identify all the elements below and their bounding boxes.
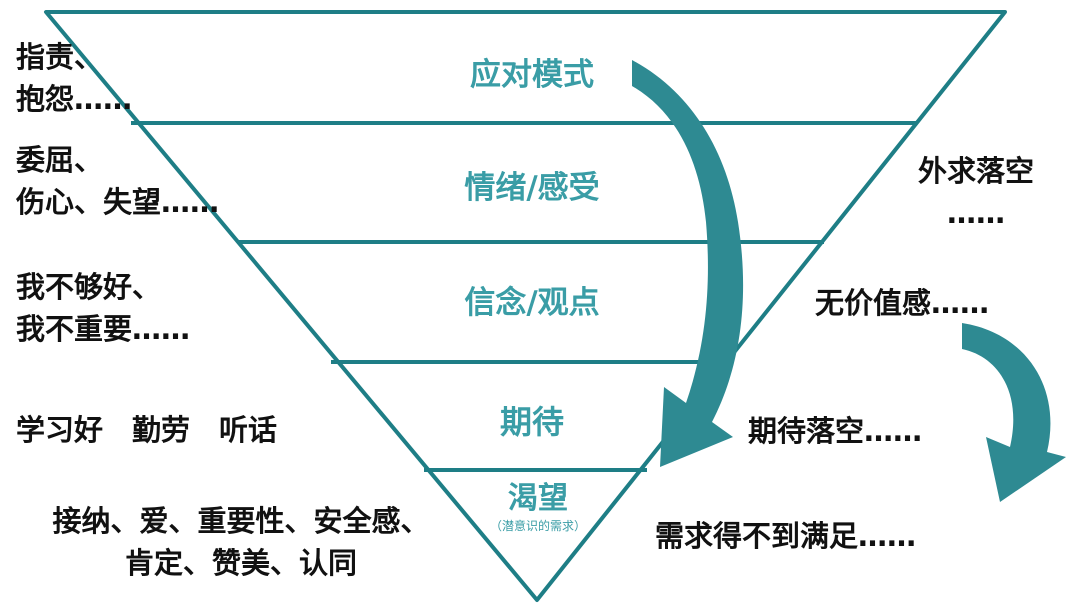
- note-expect-fail: 期待落空……: [748, 410, 922, 452]
- note-coping: 指责、 抱怨……: [16, 36, 132, 120]
- level-label-yearnings: 渴望: [508, 481, 568, 516]
- note-worthless-line1: 无价值感……: [815, 286, 990, 320]
- note-beliefs-line1: 我不够好、: [16, 270, 162, 304]
- note-feelings-line2: 伤心、失望……: [16, 185, 220, 219]
- note-beliefs: 我不够好、 我不重要……: [16, 266, 190, 350]
- note-external-line2: ……: [947, 196, 1005, 230]
- triangle-outline: [44, 10, 1007, 602]
- note-yearnings-line2: 肯定、赞美、认同: [124, 546, 357, 580]
- right-flow-arrow: [962, 323, 1066, 502]
- note-expect-fail-line1: 期待落空……: [748, 414, 923, 448]
- level-label-feelings: 情绪/感受: [464, 170, 599, 206]
- note-expectations: 学习好 勤劳 听话: [16, 409, 277, 451]
- note-unmet-line1: 需求得不到满足……: [655, 519, 917, 553]
- level-sublabel-yearnings: （潜意识的需求）: [490, 518, 586, 533]
- note-coping-line2: 抱怨……: [16, 82, 133, 116]
- note-feelings-line1: 委屈、: [16, 143, 104, 177]
- note-yearnings: 接纳、爱、重要性、安全感、 肯定、赞美、认同: [16, 500, 466, 584]
- note-external-line1: 外求落空: [917, 154, 1034, 188]
- note-beliefs-line2: 我不重要……: [16, 312, 191, 346]
- note-yearnings-line1: 接纳、爱、重要性、安全感、: [52, 504, 430, 538]
- main-flow-arrow: [632, 60, 744, 467]
- level-label-coping: 应对模式: [470, 57, 594, 93]
- note-feelings: 委屈、 伤心、失望……: [16, 139, 219, 223]
- note-external: 外求落空 ……: [900, 150, 1052, 234]
- note-unmet: 需求得不到满足……: [655, 515, 916, 557]
- note-coping-line1: 指责、: [16, 40, 104, 74]
- level-label-beliefs: 信念/观点: [464, 285, 599, 321]
- level-labels: 应对模式 情绪/感受 信念/观点 期待 渴望 （潜意识的需求）: [464, 57, 599, 533]
- note-worthless: 无价值感……: [815, 282, 989, 324]
- inverted-triangle: [44, 10, 1007, 602]
- flow-arrows: [632, 60, 1066, 502]
- level-label-expectations: 期待: [500, 403, 564, 441]
- note-expectations-line1: 学习好 勤劳 听话: [16, 413, 278, 447]
